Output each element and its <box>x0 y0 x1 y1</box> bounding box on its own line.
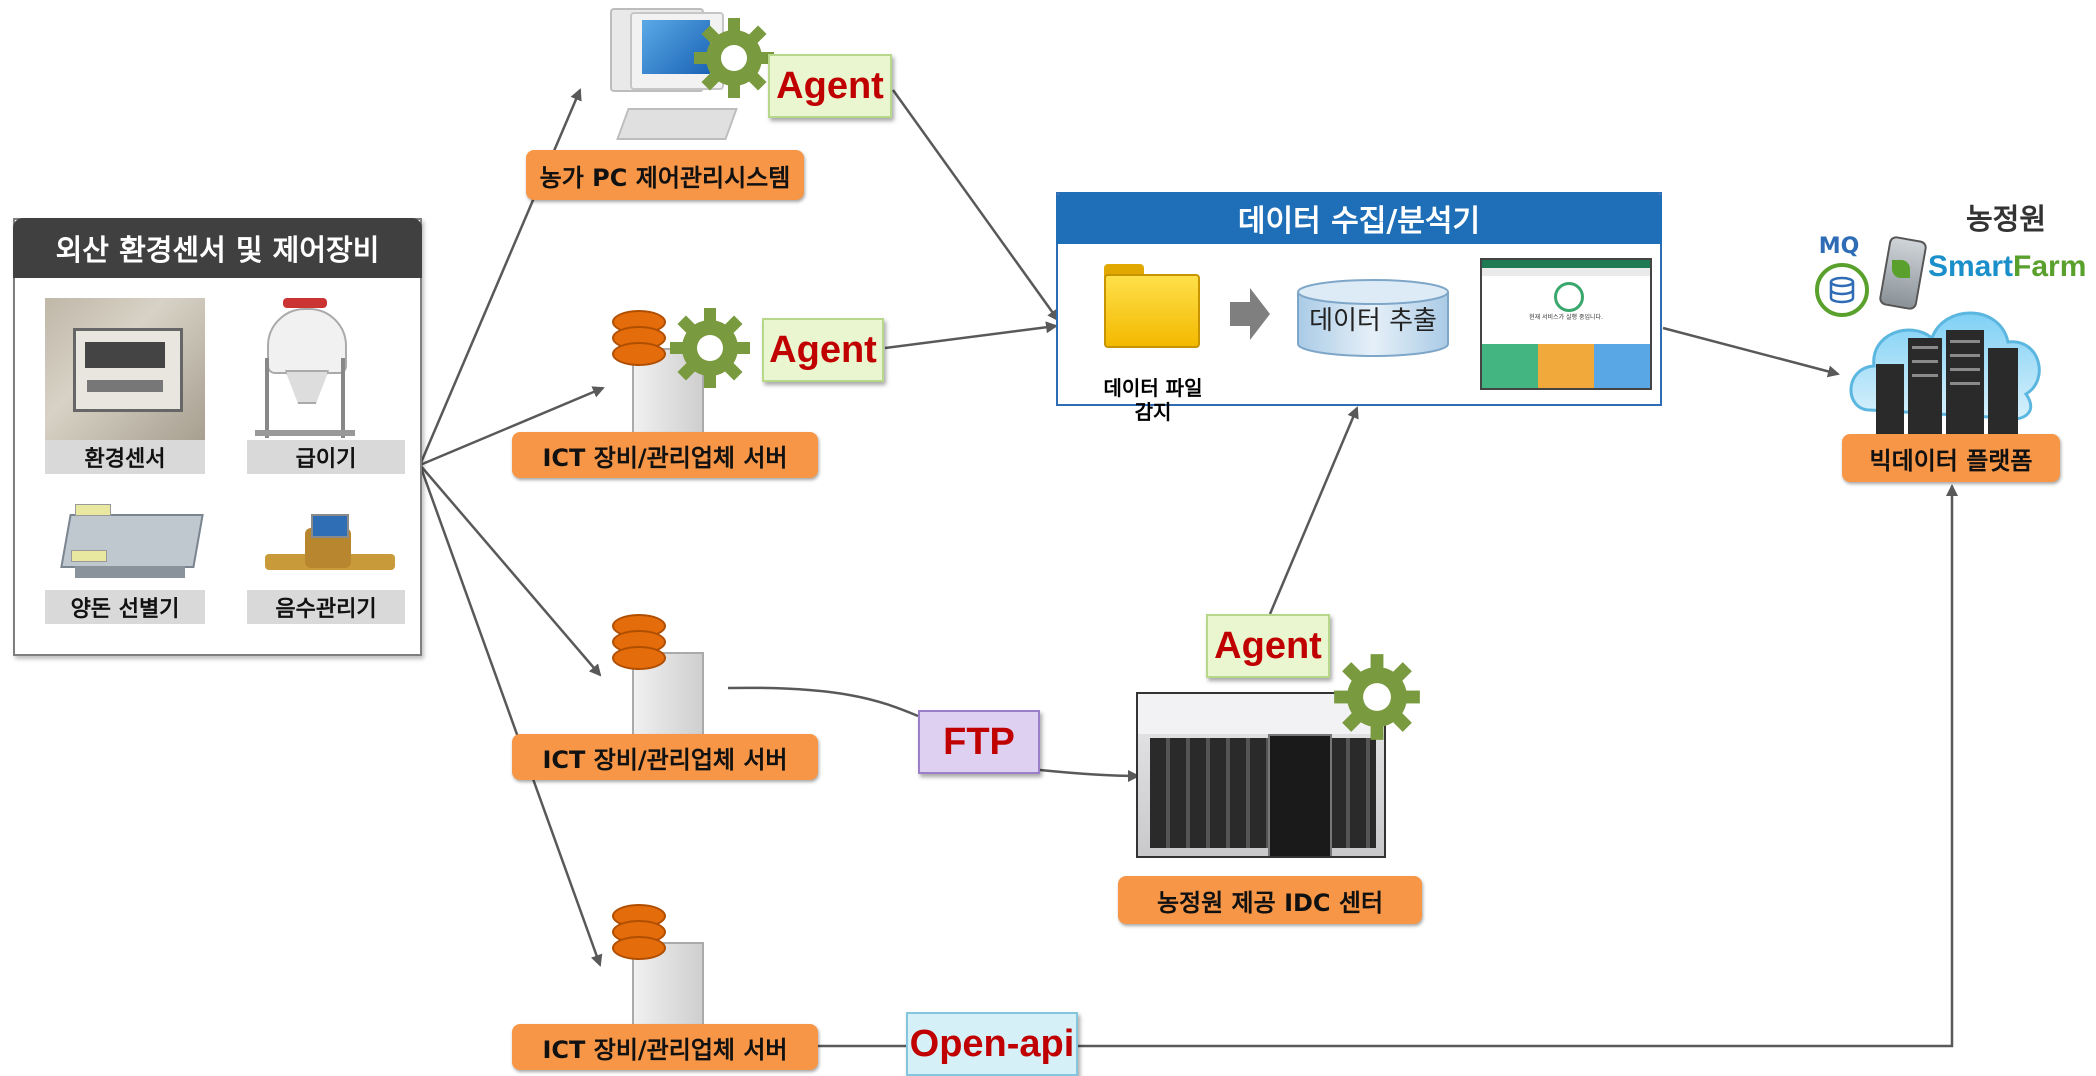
mq-database-icon <box>1814 262 1870 318</box>
extract-label: 데이터 추출 <box>1309 306 1437 336</box>
arrow-idc-to-collector <box>1268 406 1359 615</box>
collector-box: 데이터 수집/분석기 데이터 파일 감지 데이터 추출 현재 서비스가 실행 중… <box>1056 192 1662 424</box>
server1-agent-tag: Agent <box>762 318 884 382</box>
arrow-to-server3 <box>418 464 603 967</box>
arrow-collector-to-platform <box>1662 326 1840 378</box>
server1-label: ICT 장비/관리업체 서버 <box>512 432 818 478</box>
platform-org-title: 농정원 <box>1965 202 2047 236</box>
pc-agent-tag: Agent <box>768 54 892 118</box>
gear-icon <box>1332 652 1422 742</box>
feeder-label: 급이기 <box>247 440 405 474</box>
pc-icon <box>610 8 738 148</box>
smartfarm-logo: SmartFarm <box>1928 250 2096 284</box>
collector-title: 데이터 수집/분석기 <box>1237 204 1481 239</box>
server2-label: ICT 장비/관리업체 서버 <box>512 734 818 780</box>
file-detect-label: 데이터 파일 감지 <box>1103 376 1203 424</box>
environment-sensor-label: 환경센서 <box>45 440 205 474</box>
phone-icon <box>1878 232 1928 311</box>
pig-sorter-label: 양돈 선별기 <box>45 590 205 624</box>
mq-label: MQ <box>1818 234 1860 259</box>
folder-icon <box>1104 264 1200 348</box>
line-openapi-to-platform <box>1078 484 1958 1048</box>
database-icon <box>1296 278 1450 358</box>
platform-label: 빅데이터 플랫폼 <box>1842 434 2060 482</box>
left-panel-title: 외산 환경센서 및 제어장비 <box>55 233 380 267</box>
open-api-tag: Open-api <box>906 1012 1078 1076</box>
arrow-server1-to-collector <box>884 321 1058 350</box>
water-manager-label: 음수관리기 <box>247 590 405 624</box>
pig-sorter-image <box>55 494 205 590</box>
app-screenshot: 현재 서비스가 실행 중입니다. <box>1480 258 1652 390</box>
arrow-to-server1 <box>419 386 605 467</box>
smartfarm-logo-farm: Farm <box>2013 250 2087 283</box>
arrow-pc-to-collector <box>891 89 1060 322</box>
pc-system-label: 농가 PC 제어관리시스템 <box>526 150 804 200</box>
idc-label: 농정원 제공 IDC 센터 <box>1118 876 1422 924</box>
cloud-server-icon <box>1840 290 2052 436</box>
curve-ftp-to-idc <box>1039 768 1140 782</box>
water-manager-image <box>265 510 395 590</box>
server2-icon <box>612 612 712 738</box>
idc-agent-tag: Agent <box>1206 614 1330 678</box>
feeder-image <box>245 298 365 440</box>
gear-icon <box>692 16 776 100</box>
collector-header: 데이터 수집/분석기 <box>1056 192 1662 244</box>
app-status-text: 현재 서비스가 실행 중입니다. <box>1529 314 1603 321</box>
arrow-right-icon <box>1230 288 1270 340</box>
curve-server2-to-ftp <box>727 686 919 718</box>
ftp-tag: FTP <box>918 710 1040 774</box>
idc-datacenter-image <box>1136 692 1386 858</box>
smartfarm-logo-smart: Smart <box>1928 250 2014 283</box>
gear-icon <box>668 306 752 390</box>
environment-sensor-image <box>45 298 205 440</box>
left-panel-header: 외산 환경센서 및 제어장비 <box>13 218 422 278</box>
server3-icon <box>612 902 712 1028</box>
left-panel: 외산 환경센서 및 제어장비 환경센서 급이기 양돈 선별기 음수관리기 <box>13 218 422 656</box>
server3-label: ICT 장비/관리업체 서버 <box>512 1024 818 1070</box>
arrow-to-server2 <box>419 464 602 677</box>
